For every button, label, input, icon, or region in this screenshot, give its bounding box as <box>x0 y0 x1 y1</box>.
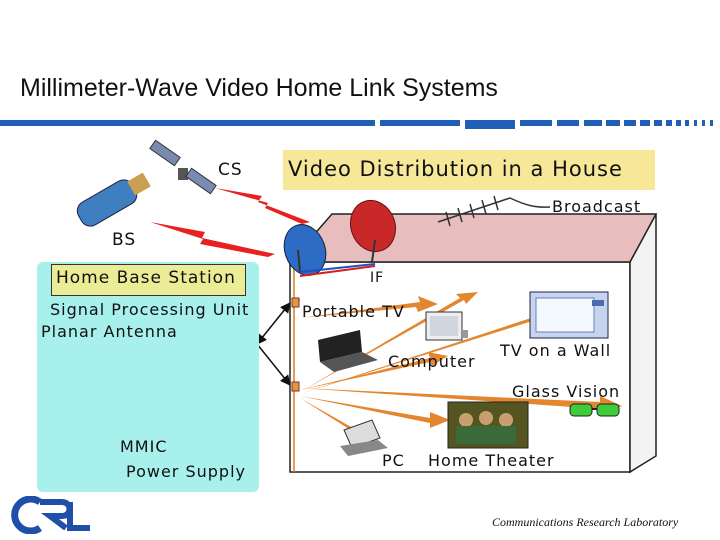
pc-laptop-icon <box>340 419 388 456</box>
home-base-station-panel <box>37 262 259 492</box>
crl-logo <box>11 496 90 534</box>
tv-on-wall-label: TV on a Wall <box>500 341 612 360</box>
computer-icon <box>318 330 378 372</box>
cs-label: CS <box>218 160 243 180</box>
link-arrow-upper <box>256 302 291 345</box>
home-theater-icon <box>447 401 529 449</box>
bs-label: BS <box>112 230 137 250</box>
broadcast-antenna-icon <box>437 195 551 227</box>
portable-tv-label: Portable TV <box>302 302 405 321</box>
red-dish-antenna-icon <box>349 199 397 263</box>
home-base-station-title: Home Base Station <box>56 268 236 288</box>
satellite-signal-arrows <box>150 188 310 257</box>
signal-processing-unit-label: Signal Processing Unit <box>50 300 250 319</box>
home-base-station-title-box <box>51 264 246 296</box>
home-theater-label: Home Theater <box>428 451 555 470</box>
if-cable-red <box>299 265 376 277</box>
video-distribution-title: Video Distribution in a House <box>288 157 623 181</box>
power-supply-label: Power Supply <box>126 462 246 481</box>
planar-antenna-label: Planar Antenna <box>41 322 178 341</box>
house-roof <box>288 213 658 263</box>
broadcast-label: Broadcast <box>552 197 642 216</box>
tv-on-wall-icon <box>529 291 609 339</box>
if-label: IF <box>370 270 385 286</box>
mmic-label: MMIC <box>120 437 168 456</box>
computer-label: Computer <box>388 352 476 371</box>
glass-vision-icon <box>569 403 620 417</box>
link-arrow-lower <box>256 343 291 386</box>
title-accent-bar <box>0 116 720 130</box>
bs-satellite-icon <box>76 172 151 227</box>
if-cable-blue <box>299 263 376 273</box>
slide-title: Millimeter-Wave Video Home Link Systems <box>20 74 498 102</box>
organization-label: Communications Research Laboratory <box>492 515 679 529</box>
portable-tv-icon <box>425 311 468 341</box>
glass-vision-label: Glass Vision <box>512 382 621 401</box>
cs-satellite-icon <box>149 139 217 195</box>
video-distribution-box <box>283 150 655 190</box>
pc-label: PC <box>382 451 405 470</box>
